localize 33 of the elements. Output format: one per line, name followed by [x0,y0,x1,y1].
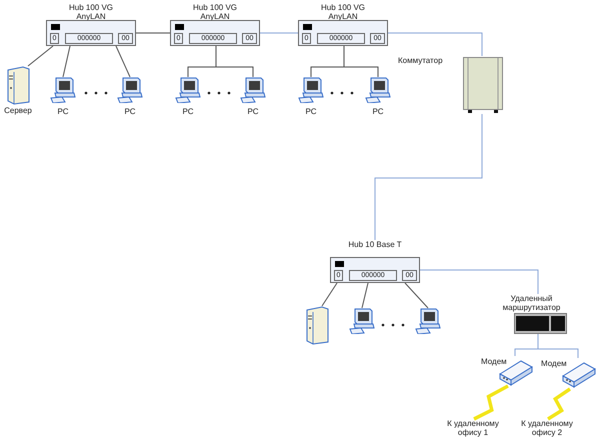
device-label: PC [56,107,70,116]
cable-line [374,114,482,240]
cable-line [136,32,170,34]
device-label: PC [181,107,195,116]
cable-line [28,46,54,66]
cable-line [344,46,378,78]
cable-line [322,282,338,306]
cable-line [62,46,70,78]
cable-line [216,46,254,78]
device-label: Сервер [3,106,33,115]
device-title: Hub 100 VG AnyLAN [68,3,114,21]
lightning-link [473,384,509,421]
cable-line [388,32,482,56]
device-label: Коммутатор [398,56,443,65]
cable-line [362,282,368,308]
device-title: Hub 100 VG AnyLAN [192,3,238,21]
cable-line [538,334,578,358]
cable-line [116,46,130,78]
cable-line [404,282,428,308]
device-label: PC [246,107,260,116]
lightning-link [547,388,571,420]
cable-line [260,32,298,34]
device-label: Модем [541,359,567,368]
device-label: PC [304,107,318,116]
device-title: Hub 10 Base T [347,240,403,249]
destination-label: К удаленному офису 1 [444,419,502,437]
device-title: Hub 100 VG AnyLAN [320,3,366,21]
cable-line [420,270,538,294]
device-label: PC [371,107,385,116]
destination-label: К удаленному офису 2 [518,419,576,437]
device-label: Удаленный маршрутизатор [502,294,562,312]
device-label: Модем [481,357,507,366]
device-label: PC [123,107,137,116]
